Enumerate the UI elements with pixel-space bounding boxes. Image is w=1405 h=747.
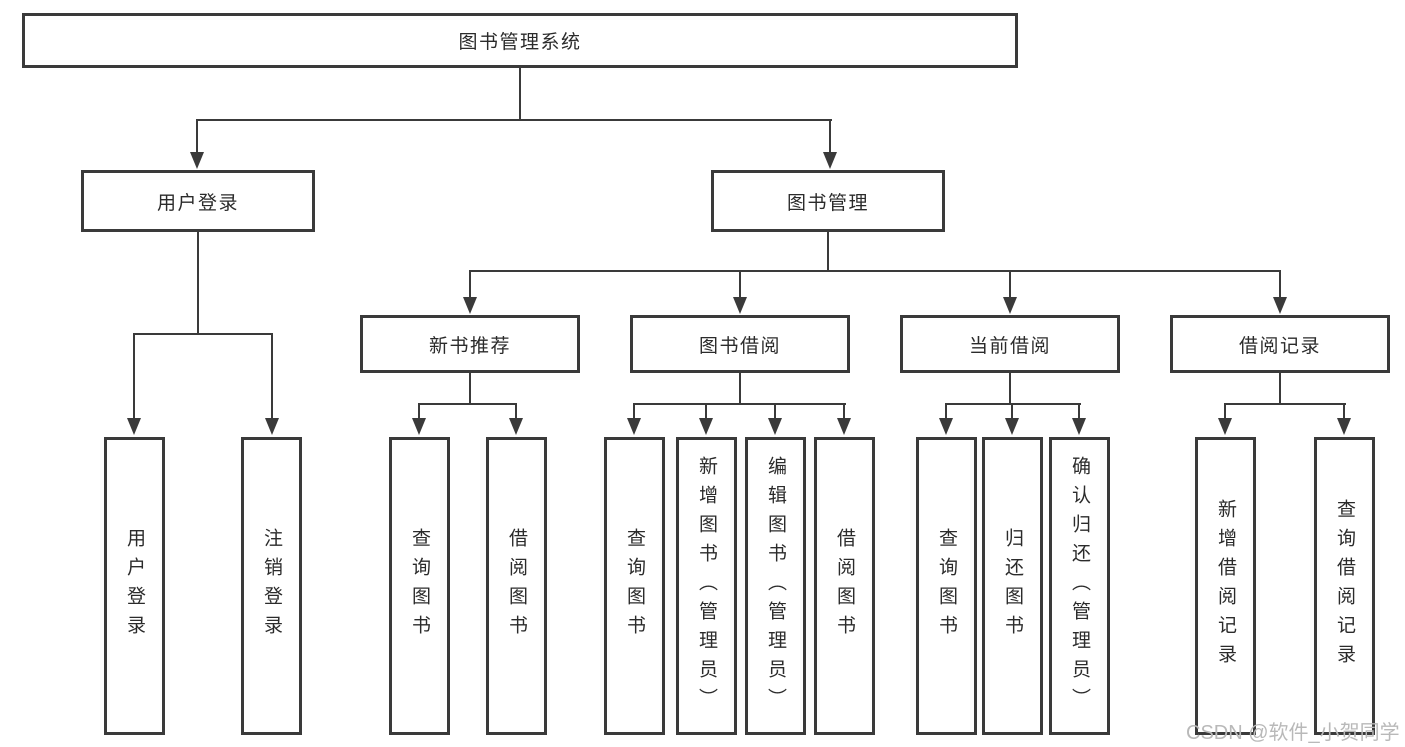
- connector-line: [633, 405, 635, 419]
- node-label: 注销登录: [261, 528, 282, 644]
- connector-line: [945, 405, 947, 419]
- leaf-user-login: 用户登录: [104, 437, 165, 735]
- arrow-down-icon: [190, 152, 204, 169]
- node-label: 当前借阅: [968, 335, 1051, 357]
- node-user-login: 用户登录: [81, 170, 315, 232]
- node-book-management: 图书管理: [711, 170, 945, 232]
- arrow-down-icon: [127, 418, 141, 435]
- connector-line: [271, 335, 273, 419]
- connector-line: [515, 405, 517, 419]
- arrow-down-icon: [1337, 418, 1351, 435]
- node-label: 确认归还（管理员）: [1069, 455, 1090, 717]
- node-label: 借阅记录: [1238, 335, 1321, 357]
- connector-line: [1279, 272, 1281, 298]
- connector-line: [1224, 405, 1226, 419]
- arrow-down-icon: [1273, 297, 1287, 314]
- node-label: 归还图书: [1002, 528, 1023, 644]
- leaf-confirm-return-admin: 确认归还（管理员）: [1049, 437, 1110, 735]
- leaf-logout: 注销登录: [241, 437, 302, 735]
- arrow-down-icon: [412, 418, 426, 435]
- node-borrowing-records: 借阅记录: [1170, 315, 1390, 373]
- connector-line: [519, 68, 521, 121]
- leaf-edit-books-admin: 编辑图书（管理员）: [745, 437, 806, 735]
- node-label: 用户登录: [156, 192, 239, 214]
- node-label: 新书推荐: [428, 335, 511, 357]
- connector-line: [774, 405, 776, 419]
- arrow-down-icon: [1218, 418, 1232, 435]
- connector-line: [418, 403, 517, 405]
- arrow-down-icon: [837, 418, 851, 435]
- leaf-borrow-books: 借阅图书: [814, 437, 875, 735]
- arrow-down-icon: [939, 418, 953, 435]
- node-label: 借阅图书: [834, 528, 855, 644]
- connector-line: [739, 373, 741, 405]
- node-label: 用户登录: [124, 528, 145, 644]
- leaf-query-books-current: 查询图书: [916, 437, 977, 735]
- leaf-return-books: 归还图书: [982, 437, 1043, 735]
- connector-line: [739, 272, 741, 298]
- node-label: 查询借阅记录: [1334, 499, 1355, 673]
- connector-line: [829, 121, 831, 153]
- leaf-add-books-admin: 新增图书（管理员）: [676, 437, 737, 735]
- connector-line: [133, 333, 273, 335]
- connector-line: [1279, 373, 1281, 405]
- arrow-down-icon: [463, 297, 477, 314]
- watermark-text: CSDN @软件_小贺同学: [1186, 722, 1400, 744]
- node-new-book-recommendation: 新书推荐: [360, 315, 580, 373]
- arrow-down-icon: [1005, 418, 1019, 435]
- leaf-borrow-books-recommend: 借阅图书: [486, 437, 547, 735]
- node-label: 查询图书: [409, 528, 430, 644]
- arrow-down-icon: [1003, 297, 1017, 314]
- leaf-add-borrow-record: 新增借阅记录: [1195, 437, 1256, 735]
- connector-line: [196, 121, 198, 153]
- connector-line: [633, 403, 846, 405]
- node-label: 图书借阅: [698, 335, 781, 357]
- arrow-down-icon: [627, 418, 641, 435]
- connector-line: [469, 272, 471, 298]
- leaf-query-borrow-record: 查询借阅记录: [1314, 437, 1375, 735]
- connector-line: [1009, 272, 1011, 298]
- arrow-down-icon: [699, 418, 713, 435]
- connector-line: [196, 119, 832, 121]
- leaf-query-books-borrow: 查询图书: [604, 437, 665, 735]
- connector-line: [1078, 405, 1080, 419]
- connector-line: [418, 405, 420, 419]
- node-label: 图书管理: [786, 192, 869, 214]
- node-book-borrowing: 图书借阅: [630, 315, 850, 373]
- connector-line: [469, 373, 471, 405]
- arrow-down-icon: [733, 297, 747, 314]
- connector-line: [843, 405, 845, 419]
- connector-line: [469, 270, 1281, 272]
- connector-line: [827, 232, 829, 272]
- connector-line: [133, 335, 135, 419]
- arrow-down-icon: [265, 418, 279, 435]
- connector-line: [1343, 405, 1345, 419]
- arrow-down-icon: [768, 418, 782, 435]
- node-current-borrowing: 当前借阅: [900, 315, 1120, 373]
- connector-line: [705, 405, 707, 419]
- leaf-query-books-recommend: 查询图书: [389, 437, 450, 735]
- node-book-management-system: 图书管理系统: [22, 13, 1018, 68]
- connector-line: [197, 232, 199, 335]
- node-label: 图书管理系统: [458, 32, 582, 53]
- connector-line: [1224, 403, 1346, 405]
- connector-line: [945, 403, 1081, 405]
- node-label: 查询图书: [624, 528, 645, 644]
- arrow-down-icon: [1072, 418, 1086, 435]
- arrow-down-icon: [509, 418, 523, 435]
- node-label: 借阅图书: [506, 528, 527, 644]
- connector-line: [1011, 405, 1013, 419]
- connector-line: [1009, 373, 1011, 405]
- node-label: 编辑图书（管理员）: [765, 455, 786, 717]
- node-label: 新增图书（管理员）: [696, 455, 717, 717]
- node-label: 新增借阅记录: [1215, 499, 1236, 673]
- arrow-down-icon: [823, 152, 837, 169]
- node-label: 查询图书: [936, 528, 957, 644]
